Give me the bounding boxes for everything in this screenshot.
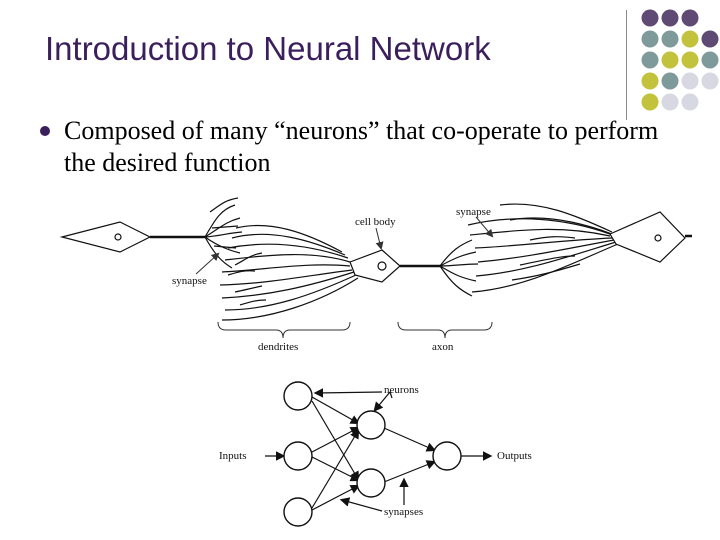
input-node-3 [283,497,313,527]
middle-cell-body [349,249,401,283]
decorative-dot [641,30,659,48]
decorative-dot [681,30,699,48]
decorative-dot [681,9,699,27]
title-divider [626,10,627,120]
inputs-label: Inputs [219,450,247,462]
decorative-dot [681,72,699,90]
output-node [432,441,462,471]
decorative-dot [641,72,659,90]
synapses-label: synapses [384,506,423,518]
decorative-dot [641,51,659,69]
decorative-dot [661,30,679,48]
decorative-dot [701,72,719,90]
decorative-dot [641,9,659,27]
neurons-label: neurons [384,384,419,396]
hidden-node-1 [356,410,386,440]
decorative-dot [701,30,719,48]
axon-label: axon [432,341,454,353]
decorative-dot [661,93,679,111]
bullet-icon [40,126,50,136]
decorative-dot [681,51,699,69]
synapse-top-label: synapse [456,206,491,218]
decorative-dot [661,9,679,27]
dendrites-label: dendrites [258,341,298,353]
outputs-label: Outputs [497,450,532,462]
decorative-dot [661,51,679,69]
synapse-left-label: synapse [172,275,207,287]
input-node-1 [283,381,313,411]
slide-title: Introduction to Neural Network [45,30,491,67]
input-node-2 [283,441,313,471]
cell-body-label: cell body [355,216,396,228]
decorative-dot-grid [641,9,719,111]
decorative-dot [701,51,719,69]
decorative-dot [681,93,699,111]
bullet-text: Composed of many “neurons” that co-opera… [64,116,659,177]
hidden-node-2 [356,468,386,498]
decorative-dot [641,93,659,111]
decorative-dot [661,72,679,90]
right-cell-body [609,211,686,263]
